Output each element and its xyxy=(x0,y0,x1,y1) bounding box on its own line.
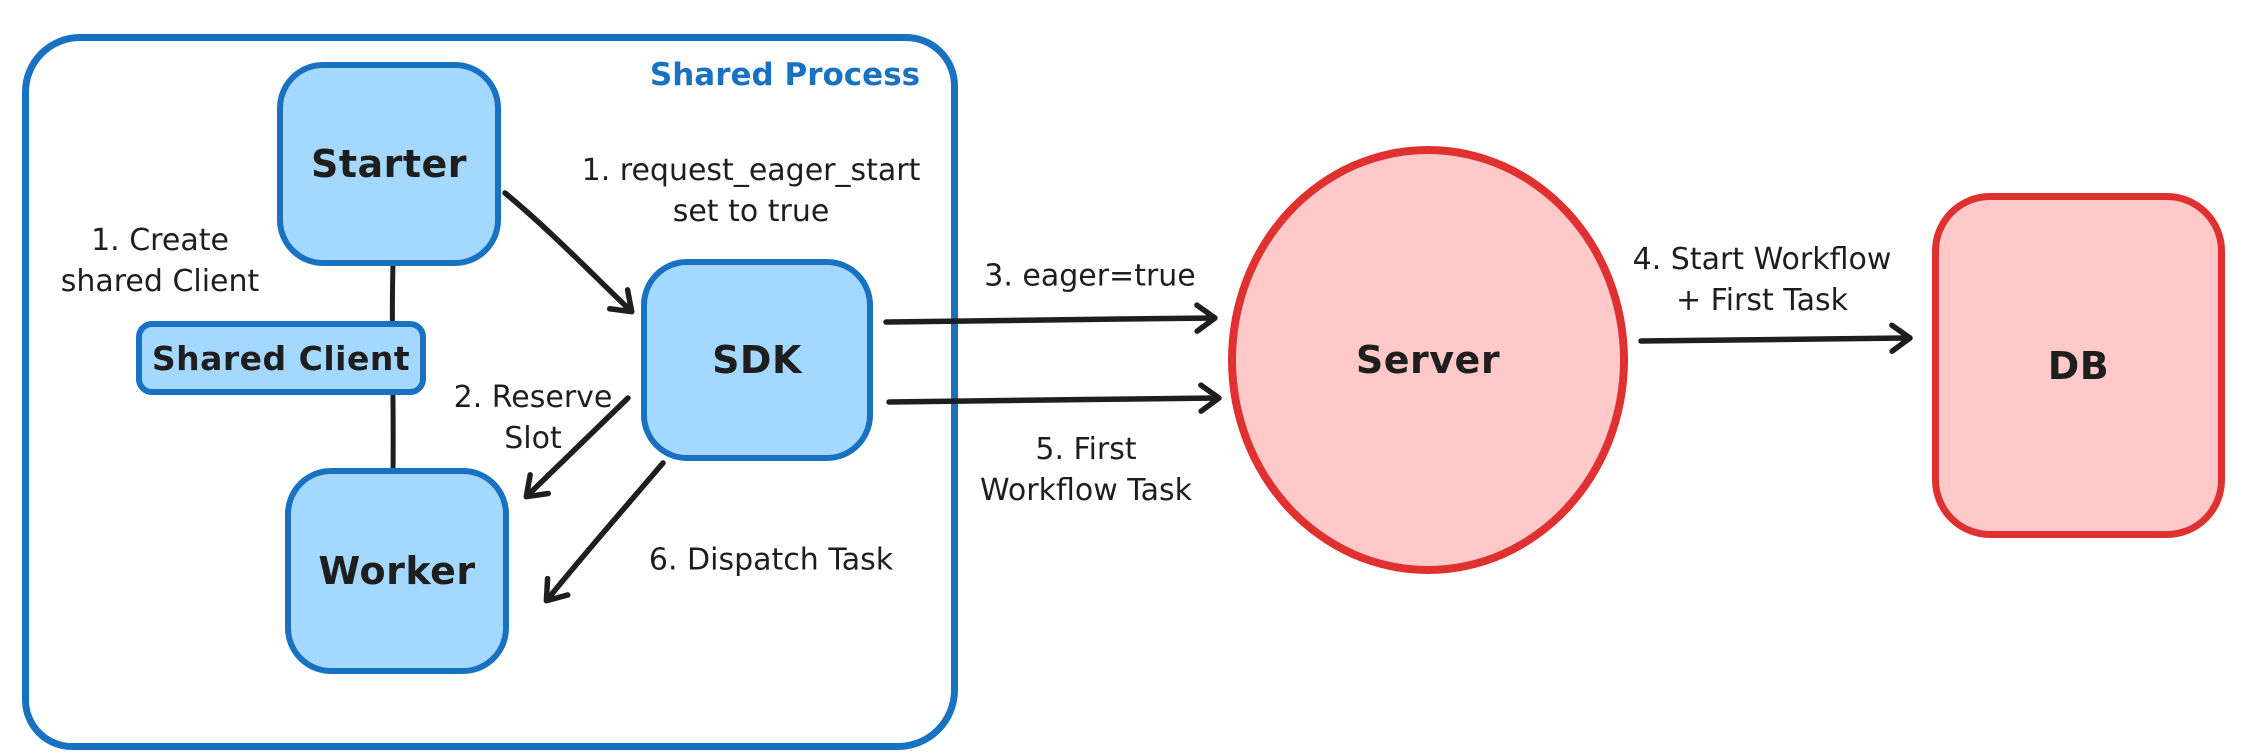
arrow-request-eager-start xyxy=(502,190,635,315)
node-sdk: SDK xyxy=(641,259,873,461)
annotation-eager-true: 3. eager=true xyxy=(984,256,1196,297)
annotation-first-workflow-task: 5. First Workflow Task xyxy=(980,429,1192,511)
arrow-eager-true xyxy=(883,302,1218,334)
annotation-line: shared Client xyxy=(60,264,260,299)
annotation-line: + First Task xyxy=(1675,283,1849,318)
annotation-line: 1. request_eager_start xyxy=(581,153,921,188)
annotation-dispatch-task: 6. Dispatch Task xyxy=(649,540,893,581)
annotation-request-eager-start: 1. request_eager_start set to true xyxy=(582,150,921,232)
node-shared-client-label: Shared Client xyxy=(151,338,411,378)
node-worker: Worker xyxy=(285,468,509,674)
node-db: DB xyxy=(1932,193,2225,538)
arrow-first-workflow-task xyxy=(886,382,1222,414)
arrow-dispatch-task xyxy=(543,460,666,604)
annotation-line: 2. Reserve xyxy=(453,380,613,415)
annotation-reserve-slot: 2. Reserve Slot xyxy=(454,377,613,459)
node-server: Server xyxy=(1228,146,1628,574)
node-worker-label: Worker xyxy=(318,549,476,593)
annotation-line: Workflow Task xyxy=(979,473,1193,508)
node-starter: Starter xyxy=(277,62,501,266)
node-shared-client: Shared Client xyxy=(136,321,426,395)
node-sdk-label: SDK xyxy=(712,338,802,382)
annotation-line: Slot xyxy=(504,421,562,456)
annotation-line: 1. Create xyxy=(91,223,229,258)
node-db-label: DB xyxy=(2047,343,2110,388)
node-starter-label: Starter xyxy=(310,142,468,186)
annotation-start-workflow: 4. Start Workflow + First Task xyxy=(1633,239,1892,321)
annotation-line: 6. Dispatch Task xyxy=(648,542,894,578)
shared-process-container xyxy=(22,34,958,750)
shared-process-label: Shared Process xyxy=(649,57,921,93)
annotation-create-shared-client: 1. Create shared Client xyxy=(61,220,260,302)
node-server-label: Server xyxy=(1355,338,1501,382)
annotation-line: set to true xyxy=(672,194,830,229)
annotation-line: 4. Start Workflow xyxy=(1632,242,1892,277)
arrow-start-workflow xyxy=(1638,322,1913,354)
annotation-line: 5. First xyxy=(1035,432,1137,467)
arrow-reserve-slot xyxy=(523,395,631,500)
annotation-line: 3. eager=true xyxy=(984,258,1196,294)
